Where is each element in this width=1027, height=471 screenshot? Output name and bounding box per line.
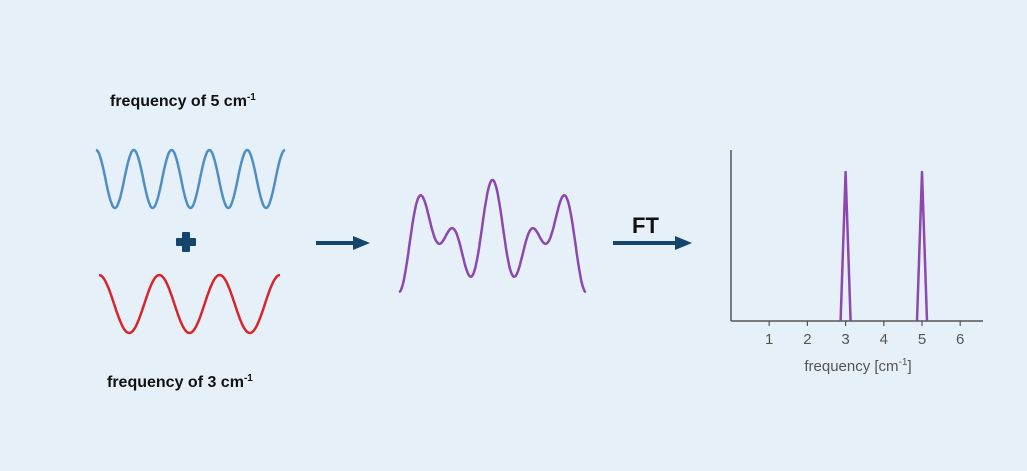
x-axis-label: frequency [cm-1] <box>804 357 911 375</box>
three-frequency-wave <box>98 273 281 335</box>
combined-wave <box>398 178 587 294</box>
ft-arrow-icon <box>613 236 692 250</box>
x-axis-label-close: ] <box>907 358 911 375</box>
frequency-spectrum-chart: 1 2 3 4 5 6 frequency [cm-1] <box>730 150 983 375</box>
x-tick-label: 3 <box>841 331 849 348</box>
x-tick-label: 1 <box>765 331 773 348</box>
top-wave-label-text: frequency of 5 cm <box>110 93 247 110</box>
x-tick-label: 6 <box>956 331 964 348</box>
top-wave-label-exponent: -1 <box>246 92 256 103</box>
x-axis-label-exponent: -1 <box>899 357 908 368</box>
bottom-wave-label-exponent: -1 <box>243 373 253 384</box>
x-tick-label: 5 <box>918 331 926 348</box>
spectrum-peak <box>915 170 929 322</box>
x-tick-label: 2 <box>803 331 811 348</box>
right-arrow-icon <box>316 236 370 250</box>
x-tick-label: 4 <box>880 331 888 348</box>
plus-icon <box>176 232 196 252</box>
bottom-wave-label-text: frequency of 3 cm <box>107 374 244 391</box>
bottom-wave-label: frequency of 3 cm-1 <box>107 373 253 392</box>
spectrum-peak <box>839 170 852 322</box>
x-axis-label-text: frequency [cm <box>804 358 898 375</box>
top-wave-label: frequency of 5 cm-1 <box>110 92 256 111</box>
five-frequency-wave <box>95 148 286 210</box>
ft-label: FT <box>632 213 659 238</box>
